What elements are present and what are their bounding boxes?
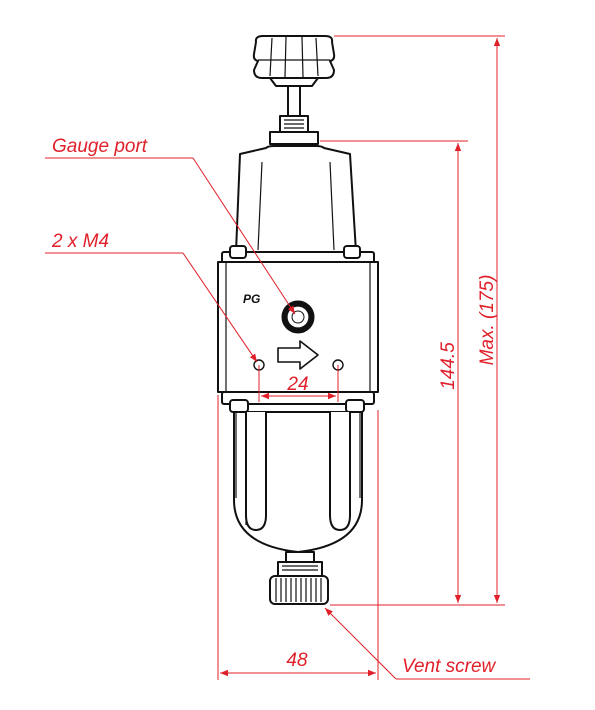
bonnet-neck <box>269 131 319 145</box>
annotations: Max. (175) 144.5 48 24 Gauge port 2 x M4… <box>45 35 530 680</box>
mount-threads-label: 2 x M4 <box>51 231 109 252</box>
vent-screw-leader <box>324 607 397 680</box>
hole-spacing-label: 24 <box>286 374 308 395</box>
body-height-label: 144.5 <box>438 342 459 390</box>
vent-screw <box>269 551 329 605</box>
gauge-port <box>281 300 315 334</box>
brand-logo: PG <box>243 292 260 306</box>
gauge-port-leader <box>192 157 296 315</box>
vent-screw-label: Vent screw <box>402 656 497 677</box>
bowl-guard <box>233 411 363 553</box>
flow-arrow-icon <box>277 340 319 370</box>
regulator: PG <box>217 35 379 605</box>
mount-threads-leader <box>182 252 258 363</box>
max-height-label: Max. (175) <box>477 275 498 366</box>
adjustment-knob <box>252 35 336 87</box>
adjusting-stem <box>287 85 301 119</box>
gauge-port-label: Gauge port <box>52 136 148 157</box>
width-label: 48 <box>286 650 308 671</box>
bonnet <box>235 145 357 253</box>
